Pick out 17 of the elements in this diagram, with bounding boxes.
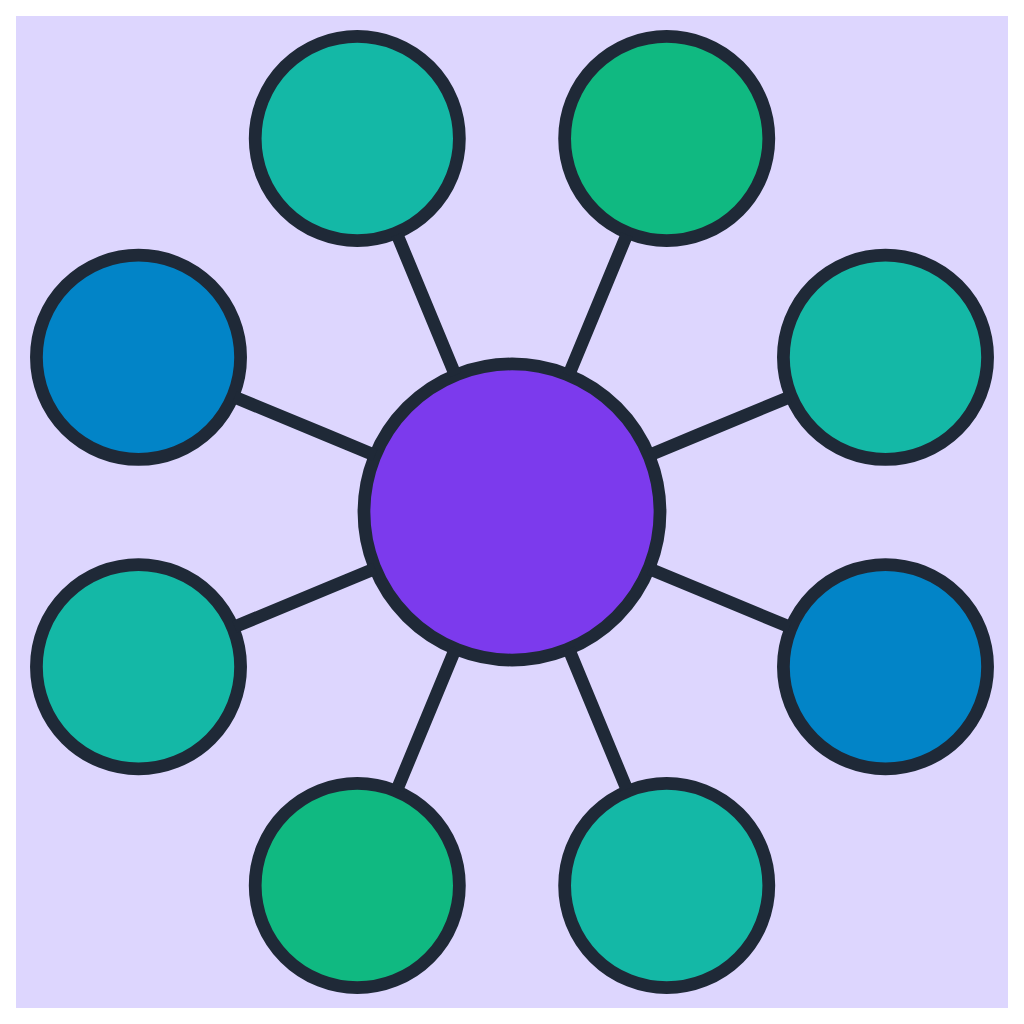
node-circle (30, 248, 247, 466)
connector (562, 232, 633, 378)
connector (232, 391, 378, 462)
connector (562, 646, 633, 792)
node-circle (357, 357, 667, 667)
connector (646, 391, 792, 462)
node-circle (558, 30, 776, 247)
node-circle (558, 777, 776, 994)
connector (232, 562, 378, 633)
connector (646, 562, 792, 633)
node-circle (30, 558, 247, 776)
node-circle (777, 558, 994, 776)
connector (391, 646, 462, 792)
node-circle (248, 30, 466, 247)
node-circle (248, 777, 466, 994)
node-circle (777, 248, 994, 466)
connector (391, 232, 462, 378)
